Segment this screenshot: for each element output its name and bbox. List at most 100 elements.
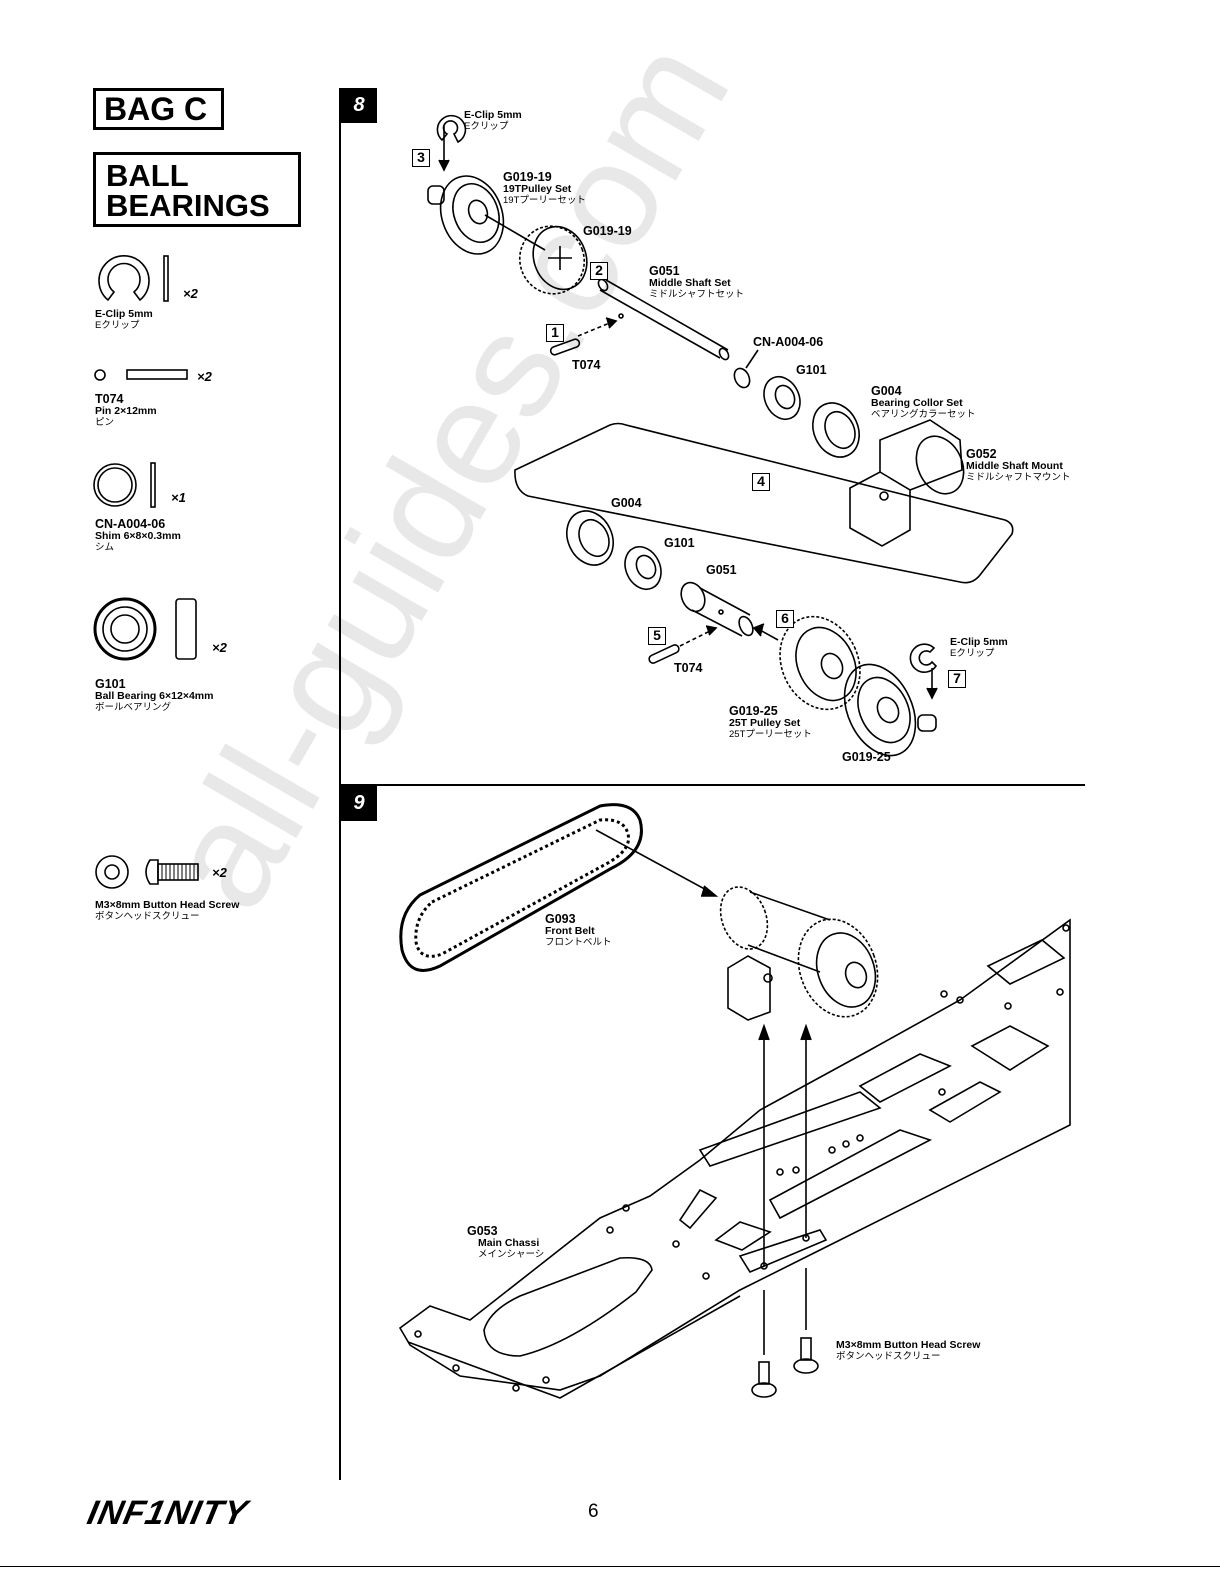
shim-code: CN-A004-06 [95,517,166,531]
g004-bottom-label: G004 [611,496,642,510]
pulley-25t-icon [779,615,861,711]
g019-19-jp: 19Tプーリーセット [503,195,586,206]
g051-name: Middle Shaft Set [649,277,731,289]
g019-25-code: G019-25 [729,704,778,718]
section-title-line1: BALL [106,158,189,193]
g004-set-label: G004 Bearing Collor Set ベアリングカラーセット [871,385,976,421]
shim-icon [93,463,137,507]
pin-bottom-icon [648,644,680,664]
bag-title: BAG C [93,88,224,130]
sub-step-5: 5 [648,627,666,645]
bearing-label: G101 Ball Bearing 6×12×4mm ボールベアリング [95,678,213,714]
g051-code: G051 [649,264,680,278]
g019-19-pulley-label: G019-19 [583,224,632,238]
g053-code: G053 [467,1224,498,1238]
bearing-side-icon [175,598,197,660]
eclip-top-label: E-Clip 5mm Eクリップ [464,109,522,133]
pin-label: T074 Pin 2×12mm ピン [95,393,157,429]
g019-25-jp: 25Tプーリーセット [729,729,812,740]
screw-side-icon [145,859,199,885]
g019-19-set-label: G019-19 19TPulley Set 19Tプーリーセット [503,171,586,207]
g093-label: G093 Front Belt フロントベルト [545,913,612,949]
g101-top-label: G101 [796,363,827,377]
eclip-top-jp: Eクリップ [464,121,509,132]
g052-code: G052 [966,447,997,461]
g051-jp: ミドルシャフトセット [649,289,745,300]
g052-name: Middle Shaft Mount [966,460,1063,472]
front-belt-icon [399,803,643,972]
eclip-icon [98,254,150,302]
bearing-collar-top-icon [812,402,860,458]
g019-25-set-label: G019-25 25T Pulley Set 25Tプーリーセット [729,705,812,741]
pulley-25t-flange-icon [843,663,917,757]
g004-name: Bearing Collor Set [871,397,963,409]
sub-step-4: 4 [752,473,770,491]
shim-name: Shim 6×8×0.3mm [95,530,181,542]
subassembly-frame [514,422,1014,584]
bearing-bottom-icon [624,546,662,590]
eclip-jp: Eクリップ [95,320,140,331]
bearing-name: Ball Bearing 6×12×4mm [95,690,214,702]
g051-set-label: G051 Middle Shaft Set ミドルシャフトセット [649,265,744,301]
brand-logo: INF1NITY [84,1494,252,1532]
g093-code: G093 [545,912,576,926]
eclip-name: E-Clip 5mm [95,308,153,320]
bearing-jp: ボールベアリング [95,702,172,713]
shaft-assembly-icon [719,886,879,1021]
screw-jp: ボタンヘッドスクリュー [95,911,200,922]
eclip-bottom-icon [909,643,938,673]
eclip-top-name: E-Clip 5mm [464,109,522,121]
eclip-bottom-label: E-Clip 5mm Eクリップ [950,636,1008,660]
section-title-line2: BEARINGS [106,188,270,223]
shim-side-icon [150,462,156,508]
sub-step-2: 2 [590,262,608,280]
step-divider [339,784,1085,786]
pin-qty: ×2 [197,369,212,384]
t074-top-label: T074 [572,358,601,372]
g093-jp: フロントベルト [545,937,612,948]
screw-left-icon [751,1361,777,1398]
shim-qty: ×1 [171,490,186,505]
shim-jp: シム [95,542,115,553]
pin-end-icon [94,369,106,381]
g093-name: Front Belt [545,925,595,937]
section-title: BALL BEARINGS [93,152,301,227]
g052-label: G052 Middle Shaft Mount ミドルシャフトマウント [966,448,1071,484]
screw-callout-name: M3×8mm Button Head Screw [836,1339,981,1351]
pin-jp: ピン [95,417,115,428]
bearing-top-icon [763,376,801,420]
screw-head-icon [95,855,129,889]
g101-bottom-label: G101 [664,536,695,550]
g052-jp: ミドルシャフトマウント [966,472,1071,483]
screw-callout-jp: ボタンヘッドスクリュー [836,1351,941,1362]
eclip-top-icon [436,114,467,144]
t074-bottom-label: T074 [674,661,703,675]
sub-step-3: 3 [412,149,430,167]
g004-code: G004 [871,384,902,398]
g053-label: G053 Main Chassi メインシャーシ [467,1225,544,1261]
sub-step-1: 1 [546,324,564,342]
step-9-badge: 9 [341,786,377,821]
middle-shaft-icon [597,278,730,361]
bearing-icon [93,597,157,661]
pulley-19t-icon [518,225,588,295]
shim-label: CN-A004-06 Shim 6×8×0.3mm シム [95,518,181,554]
screw-qty: ×2 [212,865,227,880]
pulley-stub-icon [427,185,445,205]
pulley-25t-stub-icon [917,714,937,732]
g051-bottom-label: G051 [706,563,737,577]
middle-shaft-mount-icon [849,419,965,547]
step-8-badge: 8 [341,88,377,123]
pin-name: Pin 2×12mm [95,405,157,417]
pulley-19t-flange-icon [439,175,505,255]
g019-19-name: 19TPulley Set [503,183,572,195]
screw-name: M3×8mm Button Head Screw [95,899,240,911]
page-number: 6 [588,1501,599,1522]
middle-shaft-bottom-icon [680,581,754,637]
sub-step-7: 7 [948,670,966,688]
g004-jp: ベアリングカラーセット [871,409,976,420]
g019-25-flange-label: G019-25 [842,750,891,764]
screw-callout-label: M3×8mm Button Head Screw ボタンヘッドスクリュー [836,1339,980,1363]
eclip-label: E-Clip 5mm Eクリップ [95,308,153,332]
